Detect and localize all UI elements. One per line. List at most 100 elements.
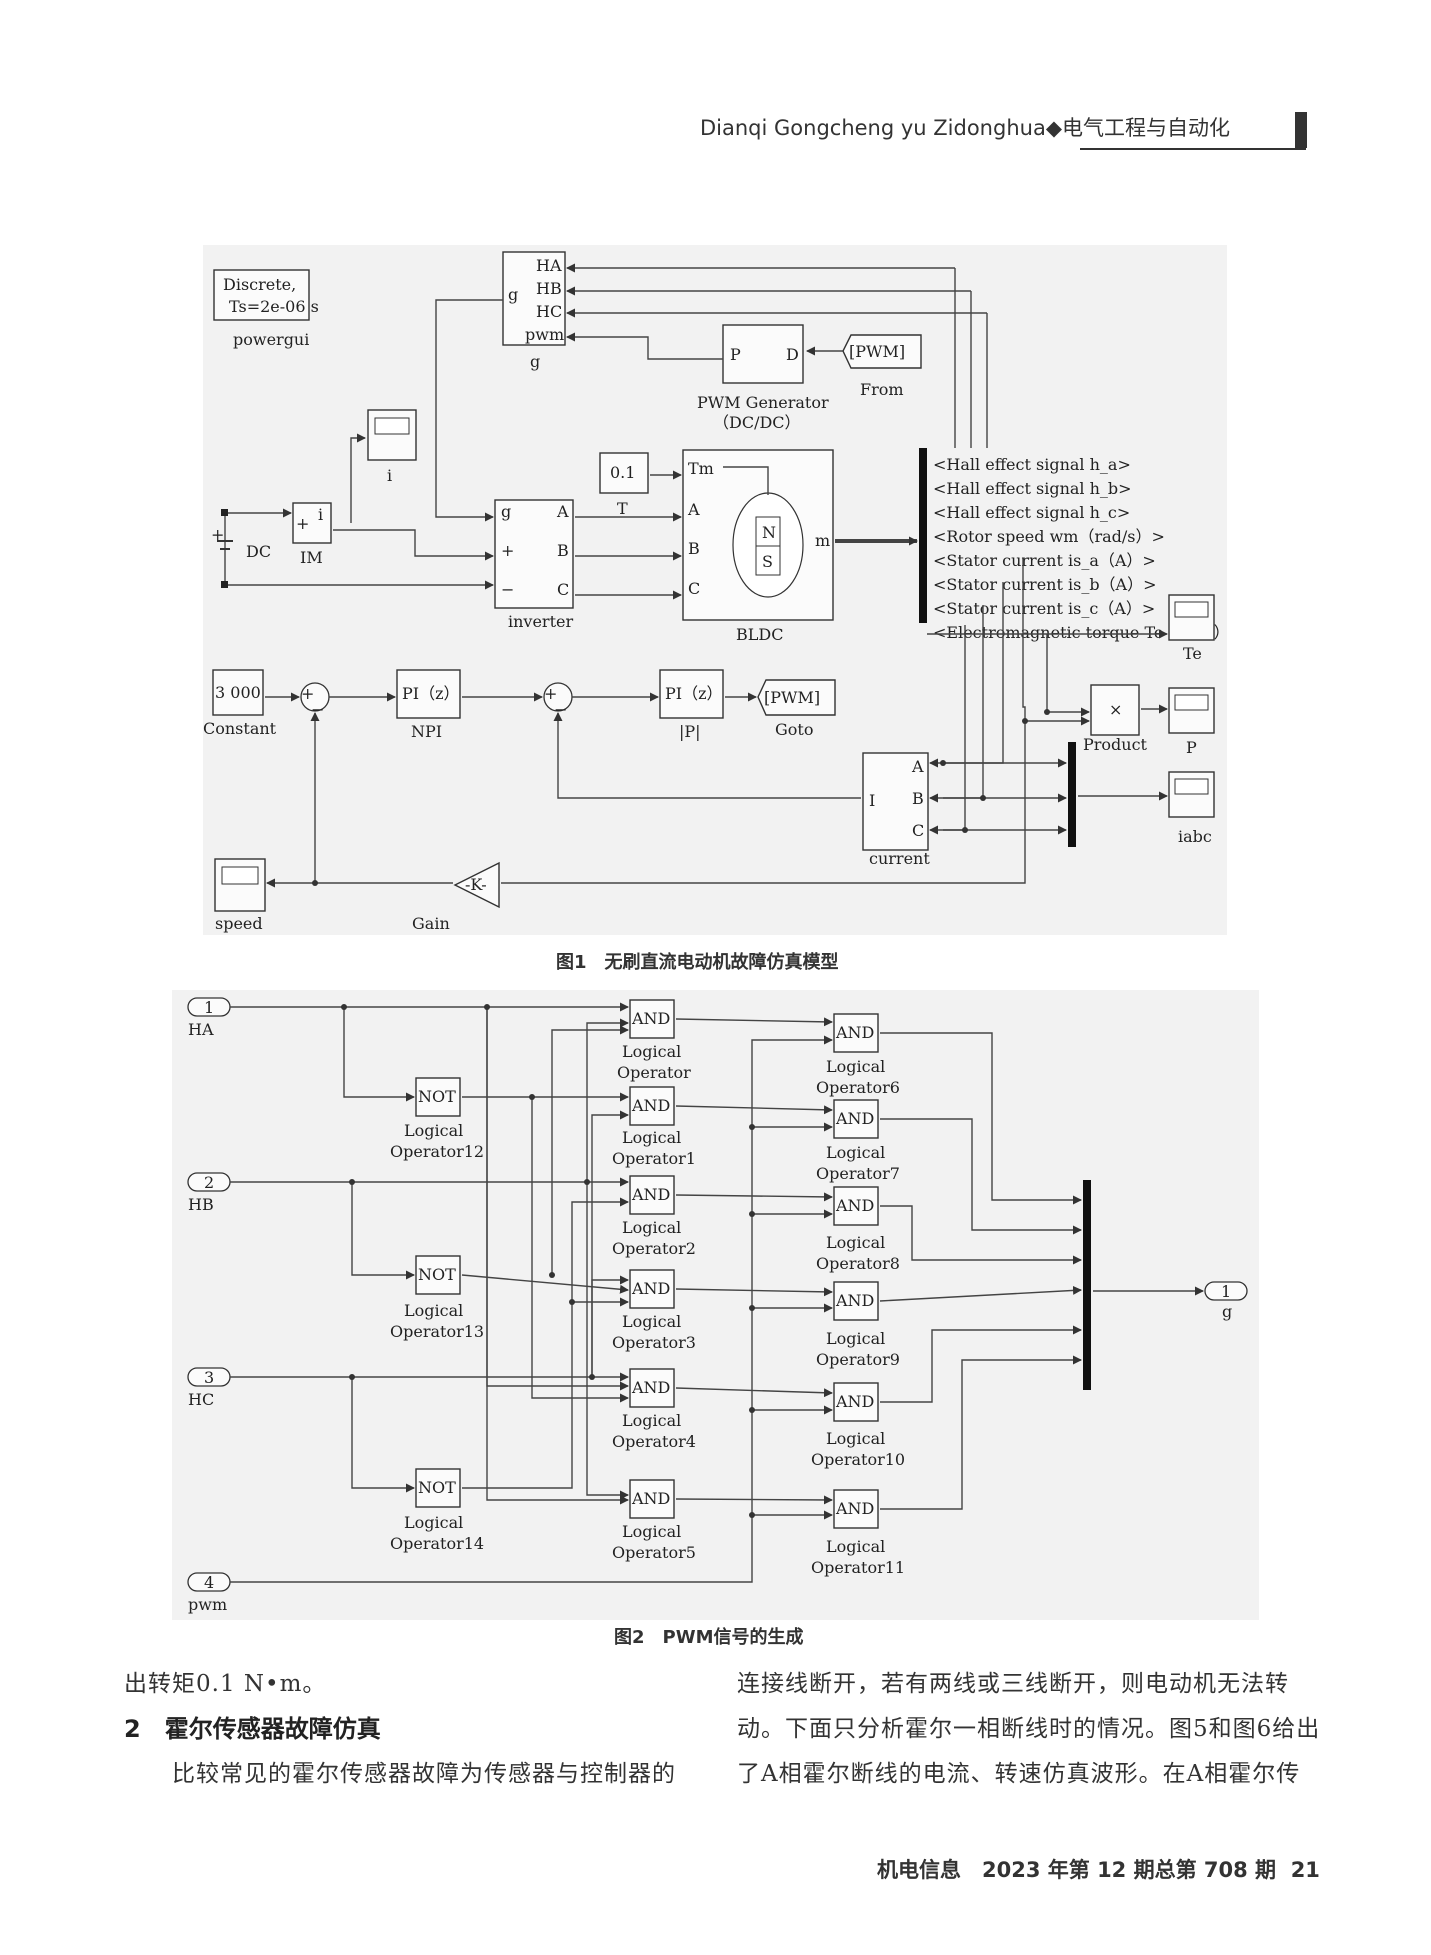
npi-block[interactable]: PI（z） NPI [396, 669, 461, 741]
constant-block[interactable]: 3 000 Constant [203, 669, 277, 738]
and-operator9[interactable]: AND Logical Operator9 [816, 1281, 900, 1369]
inverter-port-c: C [557, 580, 569, 599]
inverter-port-a: A [556, 502, 569, 521]
bus-selector[interactable] [919, 448, 927, 623]
inverter-port-b: B [557, 541, 569, 560]
and2-text: AND [631, 1185, 670, 1204]
not14-text: NOT [418, 1478, 456, 1497]
scope-p-label: P [1186, 738, 1197, 757]
bldc-port-c: C [688, 579, 700, 598]
current-port-b: B [912, 789, 924, 808]
outport-name: g [1222, 1302, 1232, 1321]
scope-iabc[interactable]: iabc [1168, 771, 1215, 846]
inport-pwm[interactable]: 4 pwm [187, 1572, 231, 1614]
bus-signal-hc: <Hall effect signal h_c> [933, 503, 1130, 522]
scope-te[interactable]: Te [1168, 594, 1215, 663]
product-block[interactable]: × Product [1083, 684, 1148, 754]
not-operator12[interactable]: NOT Logical Operator12 [390, 1077, 484, 1161]
g-label: g [530, 352, 540, 371]
pwmgen-label1: PWM Generator [697, 393, 829, 412]
and0-l2: Operator [617, 1063, 691, 1082]
dc-label: DC [246, 542, 271, 561]
g-port-out: g [508, 285, 518, 304]
from-block[interactable]: [PWM] From [842, 334, 922, 399]
section-heading: 2 霍尔传感器故障仿真 [124, 1709, 381, 1744]
ipi-label: |P| [679, 722, 701, 741]
and-operator7[interactable]: AND Logical Operator7 [816, 1099, 900, 1183]
and0-text: AND [631, 1009, 670, 1028]
not14-l1: Logical [404, 1513, 463, 1532]
and5-l2: Operator5 [612, 1543, 696, 1562]
g-port-pwm: pwm [525, 325, 564, 344]
constant-label: Constant [203, 719, 277, 738]
sum2-minus: − [554, 700, 567, 719]
outport-num: 1 [1221, 1282, 1231, 1301]
sum1-plus: + [301, 684, 314, 703]
scope-speed[interactable]: speed [214, 858, 266, 933]
current-measurement-im[interactable]: + i IM [292, 502, 332, 567]
inport-hb-name: HB [188, 1195, 214, 1214]
gain-block[interactable]: -K- Gain [412, 861, 500, 933]
and-operator1[interactable]: AND Logical Operator1 [612, 1086, 696, 1168]
bldc-port-tm: Tm [688, 459, 714, 478]
scope-speed-label: speed [215, 914, 263, 933]
tm-constant[interactable]: 0.1 T [599, 452, 649, 518]
current-port-a: A [911, 757, 924, 776]
g-port-ha: HA [536, 256, 562, 275]
and-operator4[interactable]: AND Logical Operator4 [612, 1368, 696, 1451]
bus-signal-speed: <Rotor speed wm（rad/s）> [933, 527, 1165, 546]
scope-te-label: Te [1183, 644, 1202, 663]
figure-1-diagram: Discrete, Ts=2e-06 s powergui HA HB HC p… [203, 251, 1243, 933]
and-operator5[interactable]: AND Logical Operator5 [612, 1479, 696, 1562]
pwmgen-label2: （DC/DC） [713, 413, 801, 432]
current-subsystem[interactable]: I A B C current [862, 752, 930, 868]
and-operator11[interactable]: AND Logical Operator11 [811, 1489, 905, 1577]
scope-i[interactable]: i [367, 409, 417, 485]
running-title: Dianqi Gongcheng yu Zidonghua◆电气工程与自动化 [700, 116, 1230, 140]
constant-value: 3 000 [215, 683, 261, 702]
and-operator8[interactable]: AND Logical Operator8 [816, 1186, 900, 1273]
goto-block[interactable]: [PWM] Goto [757, 679, 836, 739]
scope-p[interactable]: P [1168, 687, 1215, 757]
inport-hc[interactable]: 3 HC [187, 1367, 231, 1409]
and0-l1: Logical [622, 1042, 681, 1061]
output-mux[interactable] [1083, 1180, 1091, 1390]
and-operator2[interactable]: AND Logical Operator2 [612, 1175, 696, 1258]
dc-source[interactable]: + DC [211, 509, 271, 588]
scope-iabc-label: iabc [1178, 827, 1212, 846]
and10-text: AND [835, 1392, 874, 1411]
not-operator14[interactable]: NOT Logical Operator14 [390, 1468, 484, 1553]
and9-text: AND [835, 1291, 874, 1310]
inport-hb[interactable]: 2 HB [187, 1172, 231, 1214]
sum1-minus: − [311, 700, 324, 719]
outport-g[interactable]: 1 g [1204, 1281, 1248, 1321]
bus-signal-ia: <Stator current is_a（A）> [933, 551, 1156, 570]
not-operator13[interactable]: NOT Logical Operator13 [390, 1255, 484, 1341]
bldc-port-a: A [687, 500, 700, 519]
pwm-generator-block[interactable]: P D PWM Generator （DC/DC） [697, 324, 829, 432]
bldc-port-m: m [815, 531, 830, 550]
bldc-block[interactable]: Tm A B C m N S BLDC [682, 449, 834, 644]
sum2-plus: + [544, 684, 557, 703]
and-operator10[interactable]: AND Logical Operator10 [811, 1382, 905, 1469]
not14-l2: Operator14 [390, 1534, 484, 1553]
and5-l1: Logical [622, 1522, 681, 1541]
and-operator6[interactable]: AND Logical Operator6 [816, 1013, 900, 1097]
not12-text: NOT [418, 1087, 456, 1106]
and3-l1: Logical [622, 1312, 681, 1331]
inverter-port-plus: + [501, 541, 514, 560]
section-number: 2 [124, 1715, 141, 1743]
powergui-line2: Ts=2e-06 s [229, 297, 319, 316]
goto-tag: [PWM] [764, 688, 820, 707]
powergui-block[interactable]: Discrete, Ts=2e-06 s powergui [213, 269, 319, 349]
g-subsystem[interactable]: HA HB HC pwm g g [502, 251, 566, 371]
mux-block[interactable] [1068, 742, 1076, 847]
inport-ha[interactable]: 1 HA [187, 997, 231, 1039]
and3-l2: Operator3 [612, 1333, 696, 1352]
current-port-c: C [912, 821, 924, 840]
and-operator[interactable]: AND Logical Operator [617, 999, 691, 1082]
and-operator3[interactable]: AND Logical Operator3 [612, 1269, 696, 1352]
ipi-block[interactable]: PI（z） |P| [659, 669, 724, 741]
sum-current[interactable]: + − [543, 682, 573, 719]
inverter-block[interactable]: g + − A B C inverter [494, 499, 574, 631]
